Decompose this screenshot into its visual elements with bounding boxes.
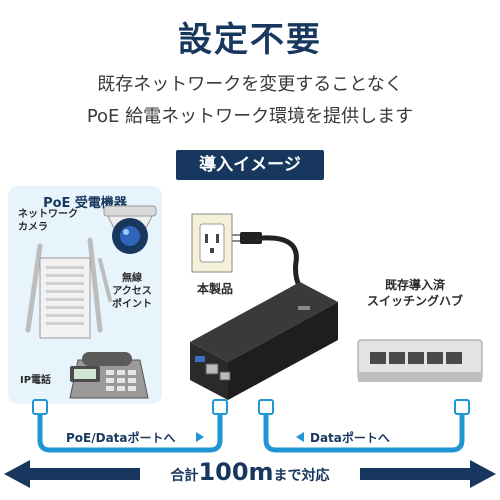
- hub-label-line2: スイッチングハブ: [366, 294, 463, 308]
- switching-hub-icon: [357, 339, 483, 382]
- lan-cable-left: [37, 409, 223, 453]
- hub-label-line1: 既存導入済: [384, 278, 445, 292]
- distance-number: 100m: [198, 458, 274, 486]
- intro-banner: 導入イメージ: [176, 150, 324, 180]
- power-outlet-icon: [191, 213, 233, 273]
- rj45-connector-icon: [32, 399, 470, 415]
- distance-text: 合計100mまで対応: [140, 458, 360, 486]
- distance-suffix: まで対応: [273, 468, 330, 484]
- network-camera-icon: [103, 205, 157, 254]
- data-port-label: Dataポートへ: [310, 431, 390, 445]
- power-plug-icon: [232, 232, 303, 290]
- product-label: 本製品: [196, 282, 233, 296]
- subtitle-line1: 既存ネットワークを変更することなく: [97, 74, 403, 95]
- distance-prefix: 合計: [170, 468, 199, 484]
- distance-arrow-icon: [4, 458, 496, 492]
- ip-phone-label: IP電話: [20, 375, 52, 386]
- wireless-access-point-icon: [25, 237, 112, 339]
- wireless-label: 無線 アクセス ポイント: [112, 273, 152, 310]
- poe-data-port-label: PoE/Dataポートへ: [66, 431, 176, 445]
- lan-cable-right: [263, 409, 465, 453]
- subtitle-line2: PoE 給電ネットワーク環境を提供します: [86, 106, 414, 127]
- camera-label: ネットワーク カメラ: [18, 209, 78, 233]
- ip-phone-icon: [69, 352, 149, 399]
- arrow-right-icon: [196, 432, 204, 442]
- poe-injector-device-icon: [190, 282, 338, 400]
- page-title: 設定不要: [178, 20, 322, 60]
- arrow-left-icon: [296, 432, 304, 442]
